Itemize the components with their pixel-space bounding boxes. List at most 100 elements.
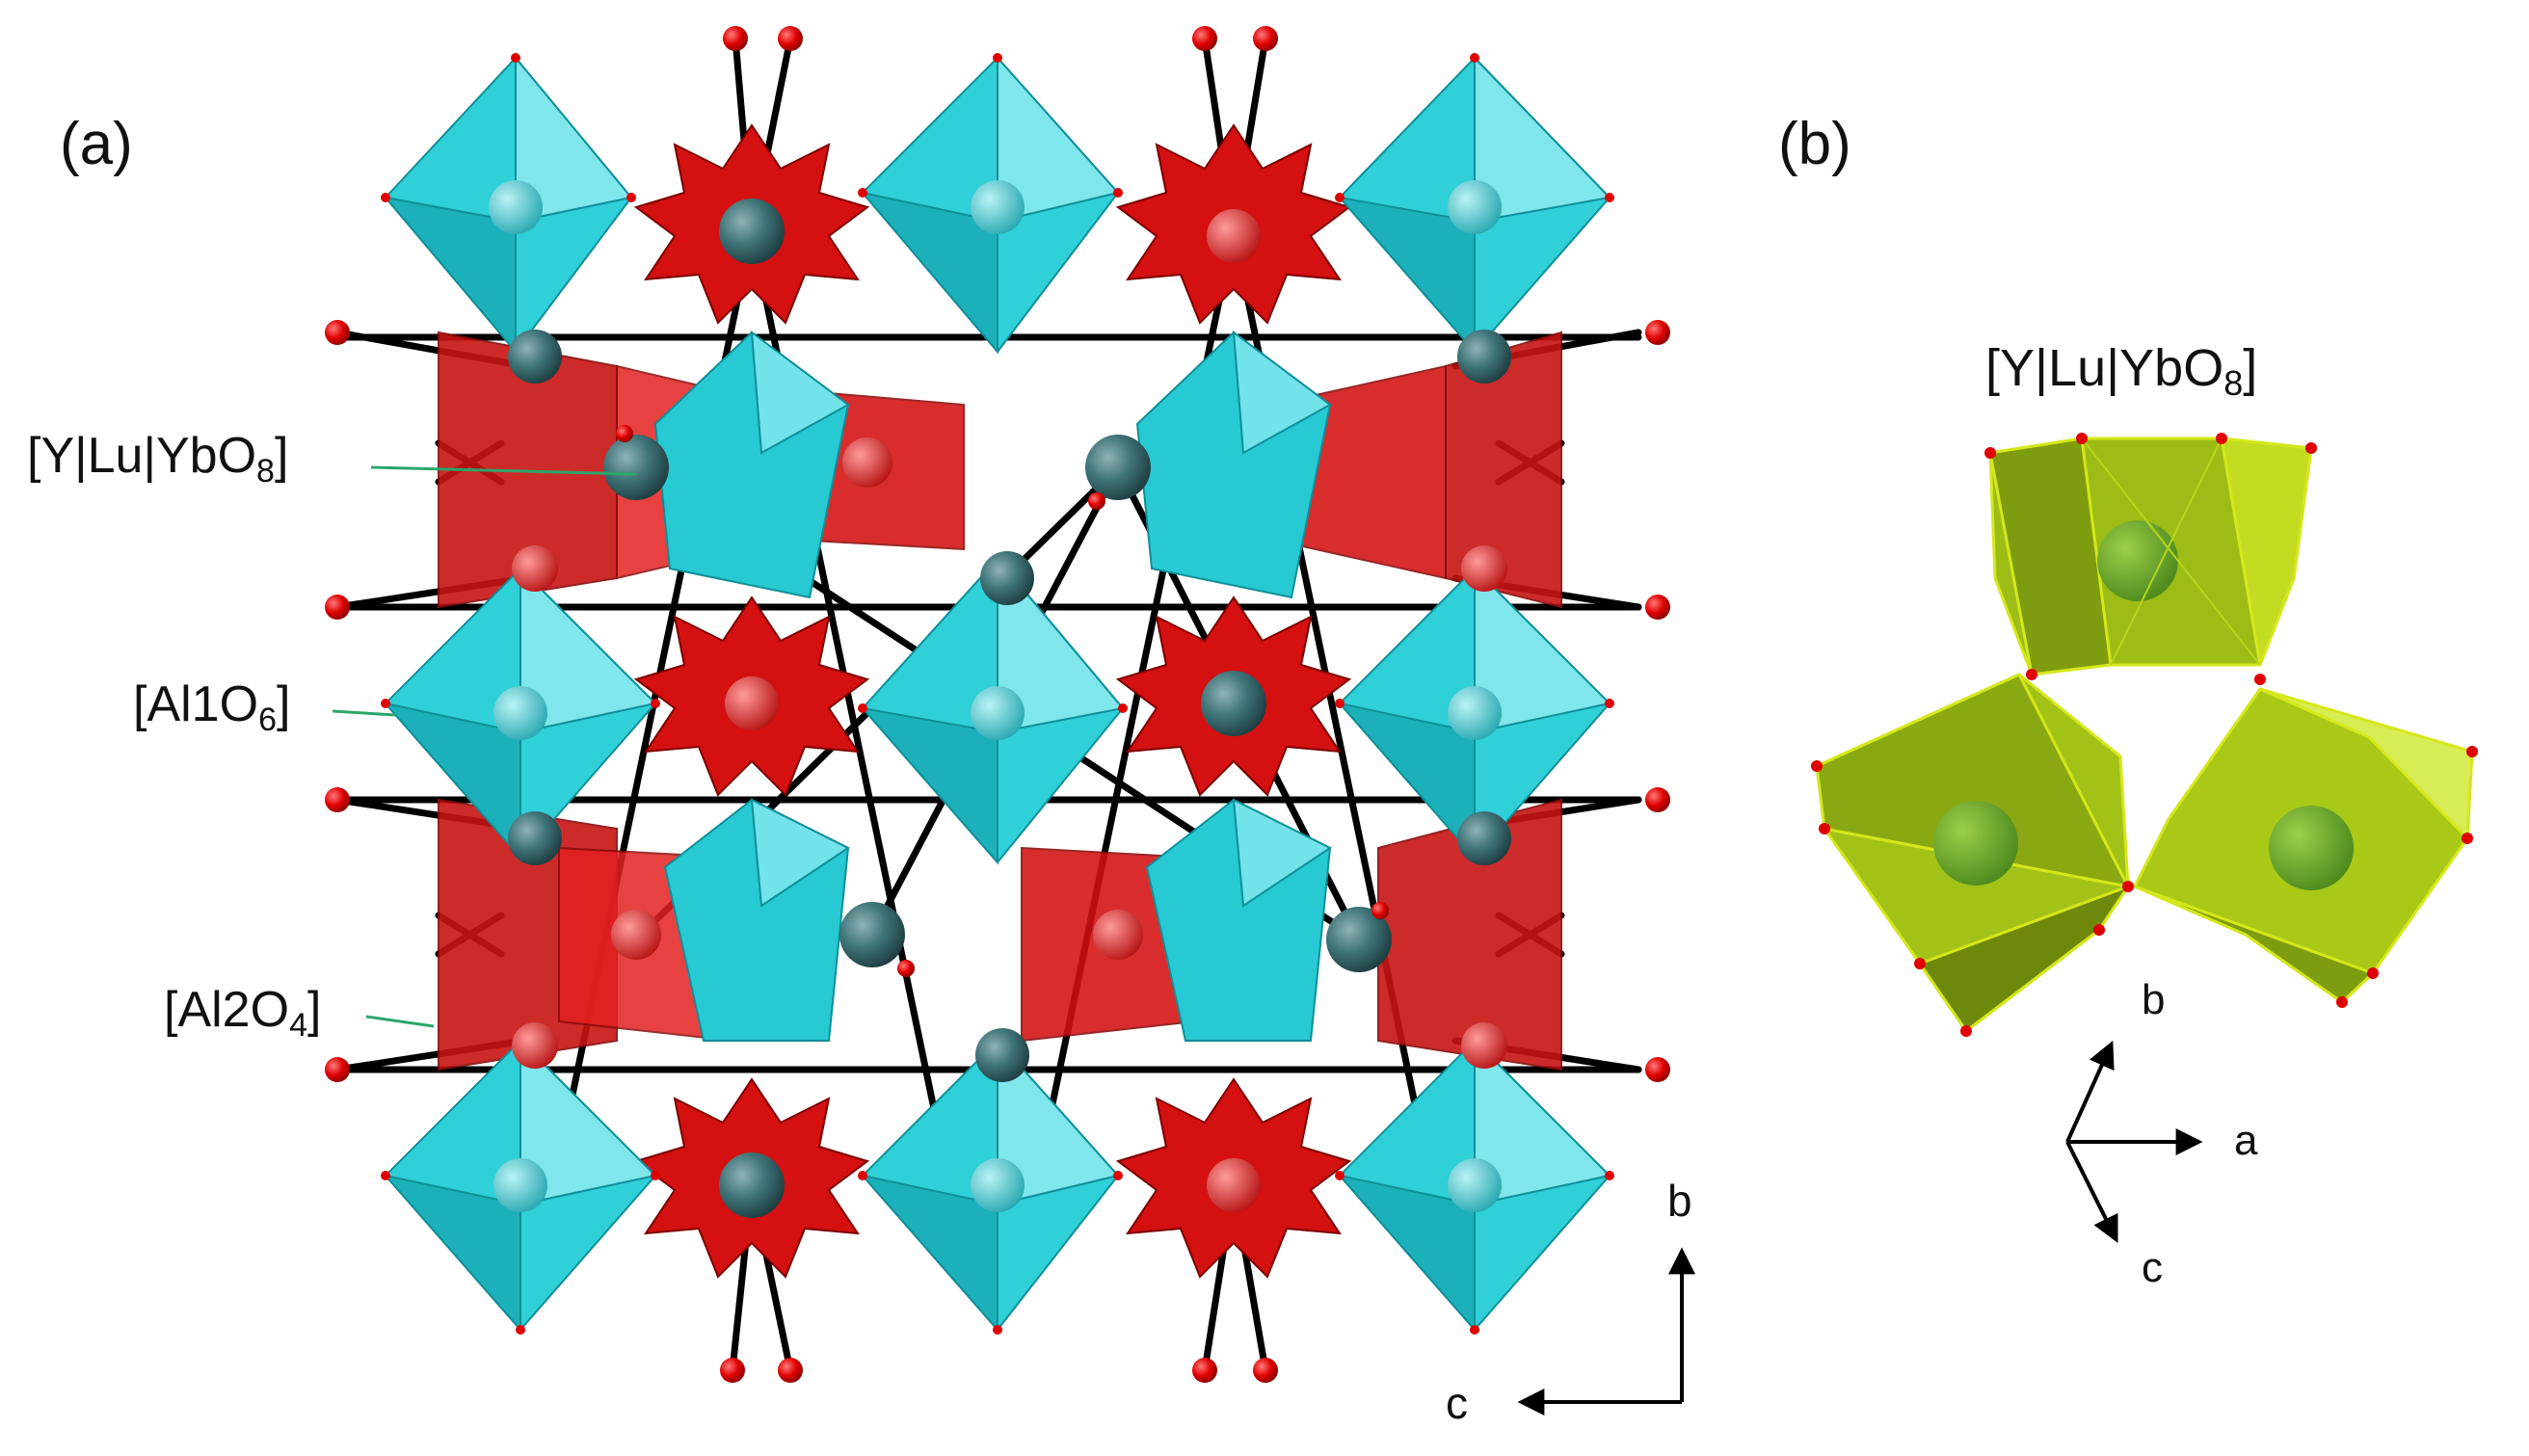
yellow-cation-sphere [1933,801,2018,886]
annotation-suffix: ] [275,428,288,484]
cation-sphere [1326,907,1392,972]
al-sphere [971,180,1025,234]
oxygen-atom [1645,787,1670,812]
annotation-al1o6: [Al1O6] [133,676,396,738]
axis-b-arrow [2065,1040,2115,1143]
annotation-text: [Al1O [133,676,258,732]
annotation-subscript: 8 [256,453,275,490]
annotation-text: [Y|Lu|YbO [27,428,256,484]
al-sphere [1461,545,1507,592]
al-sphere [611,910,661,960]
al-sphere [493,1158,547,1212]
rare-earth-cations [508,199,1511,1218]
al-sphere [512,545,558,592]
oxygen-atom [325,595,350,620]
axis-b-label: b [2142,976,2165,1023]
oxygen-atom [616,425,633,442]
cation-sphere [1457,811,1511,865]
al-sphere [842,437,892,488]
oxygen-atom [723,26,748,51]
cation-sphere [980,551,1034,605]
cation-sphere [719,199,785,264]
dodecahedra-vertices [1811,433,2478,1037]
panel-b-axes: b a c [2065,976,2258,1291]
title-text: [Y|Lu|YbO [1985,339,2223,397]
dodecahedra-cluster [1815,437,2474,1033]
oxygen-atom [1645,595,1670,620]
central-atoms [489,180,1507,1212]
octahedron [653,330,850,599]
oxygen-atom [897,960,915,977]
annotation-al2o4: [Al2O4] [164,982,435,1044]
al-sphere [725,676,779,730]
cation-sphere [839,902,905,967]
al-sphere [971,686,1025,740]
svg-text:[Al1O6]: [Al1O6] [133,676,290,738]
al-sphere [1448,686,1502,740]
al-sphere [1448,1158,1502,1212]
al-sphere [489,180,543,234]
annotation-suffix: ] [277,676,290,732]
oxygen-atom [778,1358,803,1383]
cation-sphere [508,811,562,865]
octahedron [663,798,850,1042]
oxygen-atom [1645,320,1670,345]
title-subscript: 8 [2223,363,2243,403]
dodecahedron-top [1988,437,2313,676]
oxygen-atom [325,787,350,812]
al-sphere [493,686,547,740]
dodecahedron-left [1815,673,2130,1033]
polyhedron-vertices [381,53,1614,1335]
tetrahedron [1445,331,1562,609]
cation-sphere [1201,671,1266,736]
octahedron [1145,798,1332,1042]
oxygen-atom [1253,26,1278,51]
al1o6-octahedra [383,55,1612,1333]
octahedron [1135,330,1332,599]
title-suffix: ] [2243,339,2257,397]
cation-sphere [1457,330,1511,384]
oxygen-atom [1192,1358,1217,1383]
al-sphere [1093,910,1143,960]
panel-a-axes: b c [1446,1176,1695,1428]
dodecahedron-right [2133,687,2474,1004]
axis-c-label: c [2142,1244,2163,1291]
panel-b-title: [Y|Lu|YbO8] [1985,339,2257,403]
panel-a-label: (a) [60,111,133,177]
annotation-suffix: ] [307,982,321,1038]
annotation-text: [Al2O [164,982,289,1038]
axis-a-label: a [2234,1117,2258,1164]
leader-line [365,1015,435,1028]
axis-c-arrow [2065,1141,2118,1244]
oxygen-atom [778,26,803,51]
oxygen-atom [1645,1057,1670,1082]
al-sphere [512,1022,558,1069]
oxygen-atom [720,1358,745,1383]
annotation-subscript: 4 [289,1007,307,1044]
al-sphere [1461,1022,1507,1069]
oxygen-atom [325,1057,350,1082]
axis-c-label: c [1446,1378,1468,1428]
oxygen-atom [325,320,350,345]
cation-sphere [603,435,669,500]
al-sphere [1207,1158,1261,1212]
yellow-cation-sphere [2269,806,2354,890]
oxygen-atom [1192,26,1217,51]
al-sphere [1207,209,1261,263]
svg-text:[Al2O4]: [Al2O4] [164,982,321,1044]
leader-line [370,465,637,476]
panel-a-structure [325,26,1670,1383]
annotation-yluybo8: [Y|Lu|YbO8] [27,428,637,490]
oxygen-atom [1088,492,1105,510]
svg-text:[Y|Lu|YbO8]: [Y|Lu|YbO8] [27,428,288,490]
oxygen-atom [1371,902,1389,919]
panel-b-label: (b) [1778,111,1851,177]
cation-sphere [975,1028,1029,1082]
annotation-subscript: 6 [258,702,277,738]
al-sphere [971,1158,1025,1212]
cation-sphere [1085,435,1151,500]
yellow-cation-sphere [2097,520,2178,601]
oxygen-atom [1253,1358,1278,1383]
cation-sphere [719,1152,785,1218]
